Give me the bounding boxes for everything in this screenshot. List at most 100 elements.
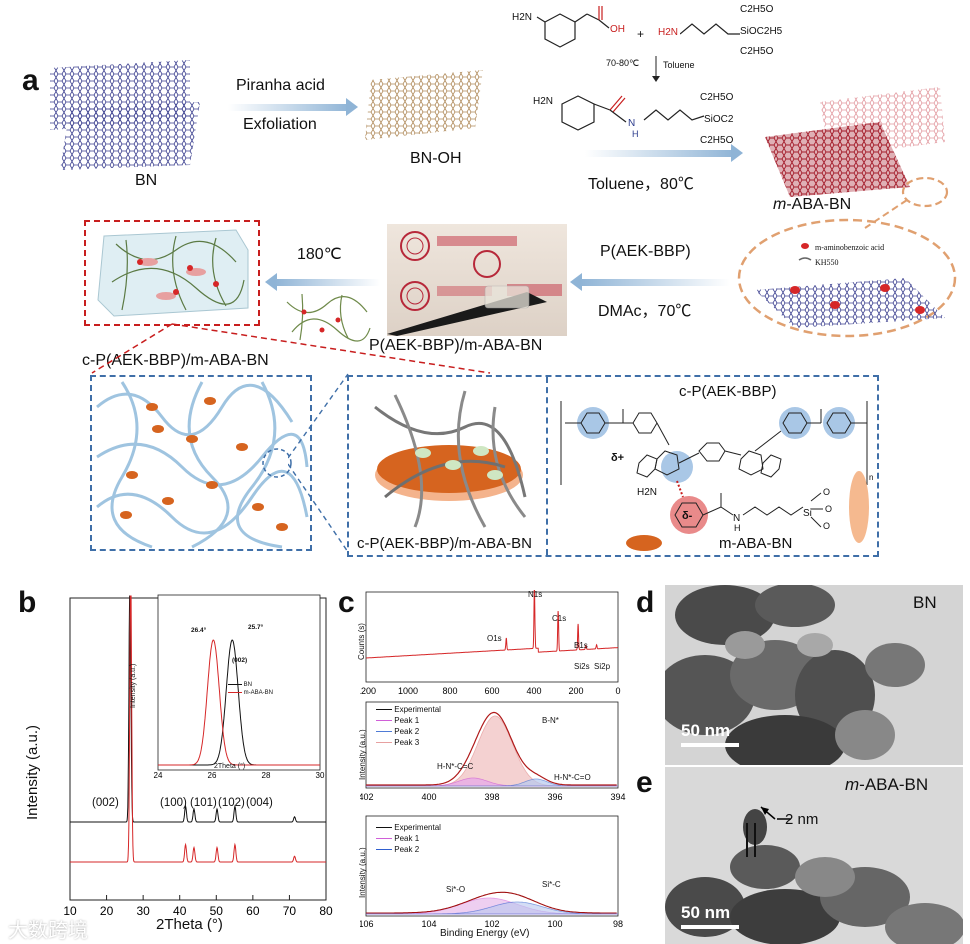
si-legend-p1: Peak 1: [376, 834, 419, 843]
condition-solvent: Toluene: [663, 60, 695, 70]
condition-arrow: [652, 56, 660, 82]
product-h: H: [632, 129, 639, 139]
silane-h2n: H2N: [658, 27, 678, 38]
product-sub2: C2H5O: [700, 135, 733, 146]
tem-e-label: m-ABA-BN: [845, 775, 928, 795]
cured-block-box: [84, 220, 260, 326]
struct-si: Si: [803, 508, 812, 519]
si-xtick-label: 104: [421, 919, 436, 929]
tem-image-bn: BN 50 nm: [665, 585, 963, 765]
struct-h: H: [734, 523, 741, 533]
acid-oh: OH: [610, 24, 625, 35]
n1s-ylabel: Intensity (a.u.): [358, 729, 367, 780]
survey-peak-si2s: Si2s: [574, 662, 590, 671]
survey-xtick-label: 400: [526, 686, 541, 696]
tem-e-scale: 50 nm: [681, 903, 730, 923]
panel-letter-d: d: [636, 586, 654, 620]
tem-d-label: BN: [913, 593, 937, 613]
step2-arrow-head: [731, 144, 743, 162]
step2-arrow: [585, 150, 735, 157]
inset-ann-264: 26.4°: [191, 627, 206, 634]
inset-legend-maba: m-ABA-BN: [228, 690, 273, 696]
si-xtick-label: 98: [613, 919, 623, 929]
survey-peak-b1s: B1s: [574, 641, 588, 650]
struct-o3: O: [823, 521, 830, 531]
product-sub1: C2H5O: [700, 92, 733, 103]
si-xtick-label: 106: [360, 919, 374, 929]
callout-lines-red: [80, 318, 500, 380]
callout-lines-blue: [288, 372, 350, 554]
product-h2n: H2N: [533, 96, 553, 107]
step1-arrow: [228, 104, 350, 111]
struct-o2: O: [825, 504, 832, 514]
xrd-xtick-label: 30: [136, 904, 150, 918]
interface-box: c-P(AEK-BBP)/m-ABA-BN c-P(AEK-BBP): [347, 375, 879, 557]
xrd-peak-002: (002): [92, 797, 119, 809]
step2-label: Toluene，80℃: [588, 170, 694, 194]
legend-kh550: KH550: [815, 258, 839, 267]
panel-letter-e: e: [636, 766, 653, 800]
delta-minus: δ-: [682, 510, 692, 522]
n1s-xtick-label: 396: [547, 792, 562, 802]
n1s-ann-bn: B-N*: [542, 716, 559, 725]
tem-e-thickness: 2 nm: [785, 811, 818, 828]
xrd-xlabel: 2Theta (°): [156, 916, 223, 933]
si-ann-c: Si*-C: [542, 880, 561, 889]
n1s-ann-hncc: H-N*-C=C: [437, 762, 473, 771]
temp-180-label: 180℃: [297, 244, 342, 264]
inset-xtick-label: 28: [262, 771, 271, 780]
survey-xtick-label: 1000: [398, 686, 418, 696]
survey-peak-si2p: Si2p: [594, 662, 610, 671]
delta-plus: δ+: [611, 452, 624, 464]
silane-sub1: C2H5O: [740, 4, 773, 15]
step3-bottom-label: DMAc，70℃: [598, 297, 691, 321]
xrd-xtick-label: 80: [319, 904, 333, 918]
inset-xtick-label: 26: [208, 771, 217, 780]
step1-arrow-head: [346, 98, 358, 116]
condition-temperature: 70-80℃: [606, 58, 639, 69]
step1-top-label: Piranha acid: [236, 77, 325, 95]
panel-letter-a: a: [22, 64, 39, 98]
si-legend-exp: Experimental: [376, 823, 441, 832]
maba-legend-swatch: [624, 533, 664, 553]
legend-aminobenzoic: m-aminobenzoic acid: [815, 243, 884, 252]
xrd-peak-101: (101): [190, 797, 217, 809]
inset-legend-bn: BN: [228, 682, 252, 688]
tem-d-scale: 50 nm: [681, 721, 730, 741]
survey-ylabel: Counts (s): [357, 623, 366, 660]
xrd-xtick-label: 20: [100, 904, 114, 918]
silane-sub2: C2H5O: [740, 46, 773, 57]
panel-letter-b: b: [18, 586, 36, 620]
survey-peak-c1s: C1s: [552, 614, 566, 623]
inset-xlabel: 2Theta (°): [214, 763, 245, 770]
repeat-unit-n: n: [869, 473, 873, 482]
struct-h2n: H2N: [637, 487, 657, 498]
watermark: 大数跨境: [8, 914, 88, 943]
inset-xtick-label: 30: [316, 771, 325, 780]
step1-bottom-label: Exfoliation: [243, 116, 317, 134]
panel-letter-c: c: [338, 586, 355, 620]
inset-ann-002: (002): [232, 657, 247, 664]
maba-legend-label: m-ABA-BN: [719, 535, 792, 552]
cure-arrow: [275, 279, 380, 286]
survey-peak-o1s: O1s: [487, 634, 502, 643]
xrd-xtick-label: 60: [246, 904, 260, 918]
xrd-ylabel: Intensity (a.u.): [24, 725, 41, 820]
silane-si: SiOC2H5: [740, 26, 782, 37]
bn-label: BN: [135, 172, 157, 190]
bnoh-label: BN-OH: [410, 150, 462, 168]
tem-image-maba: m-ABA-BN 2 nm 50 nm: [665, 767, 963, 944]
n1s-legend-p2: Peak 2: [376, 727, 419, 736]
polymer-structure: [549, 397, 879, 557]
survey-xtick-label: 1200: [360, 686, 376, 696]
nanosheet-illustration: [355, 387, 541, 537]
acid-h2n: H2N: [512, 12, 532, 23]
aminobenzoic-acid-structure: [515, 2, 595, 62]
n1s-ann-hnco: H-N*-C=O: [554, 773, 591, 782]
zoom-callout: [735, 170, 965, 340]
survey-xtick-label: 600: [484, 686, 499, 696]
xrd-peak-102: (102): [218, 797, 245, 809]
inset-ylabel: Intensity (a.u.): [130, 664, 137, 708]
product-si: SiOC2: [704, 114, 733, 125]
bn-sheets-image: [40, 60, 200, 170]
